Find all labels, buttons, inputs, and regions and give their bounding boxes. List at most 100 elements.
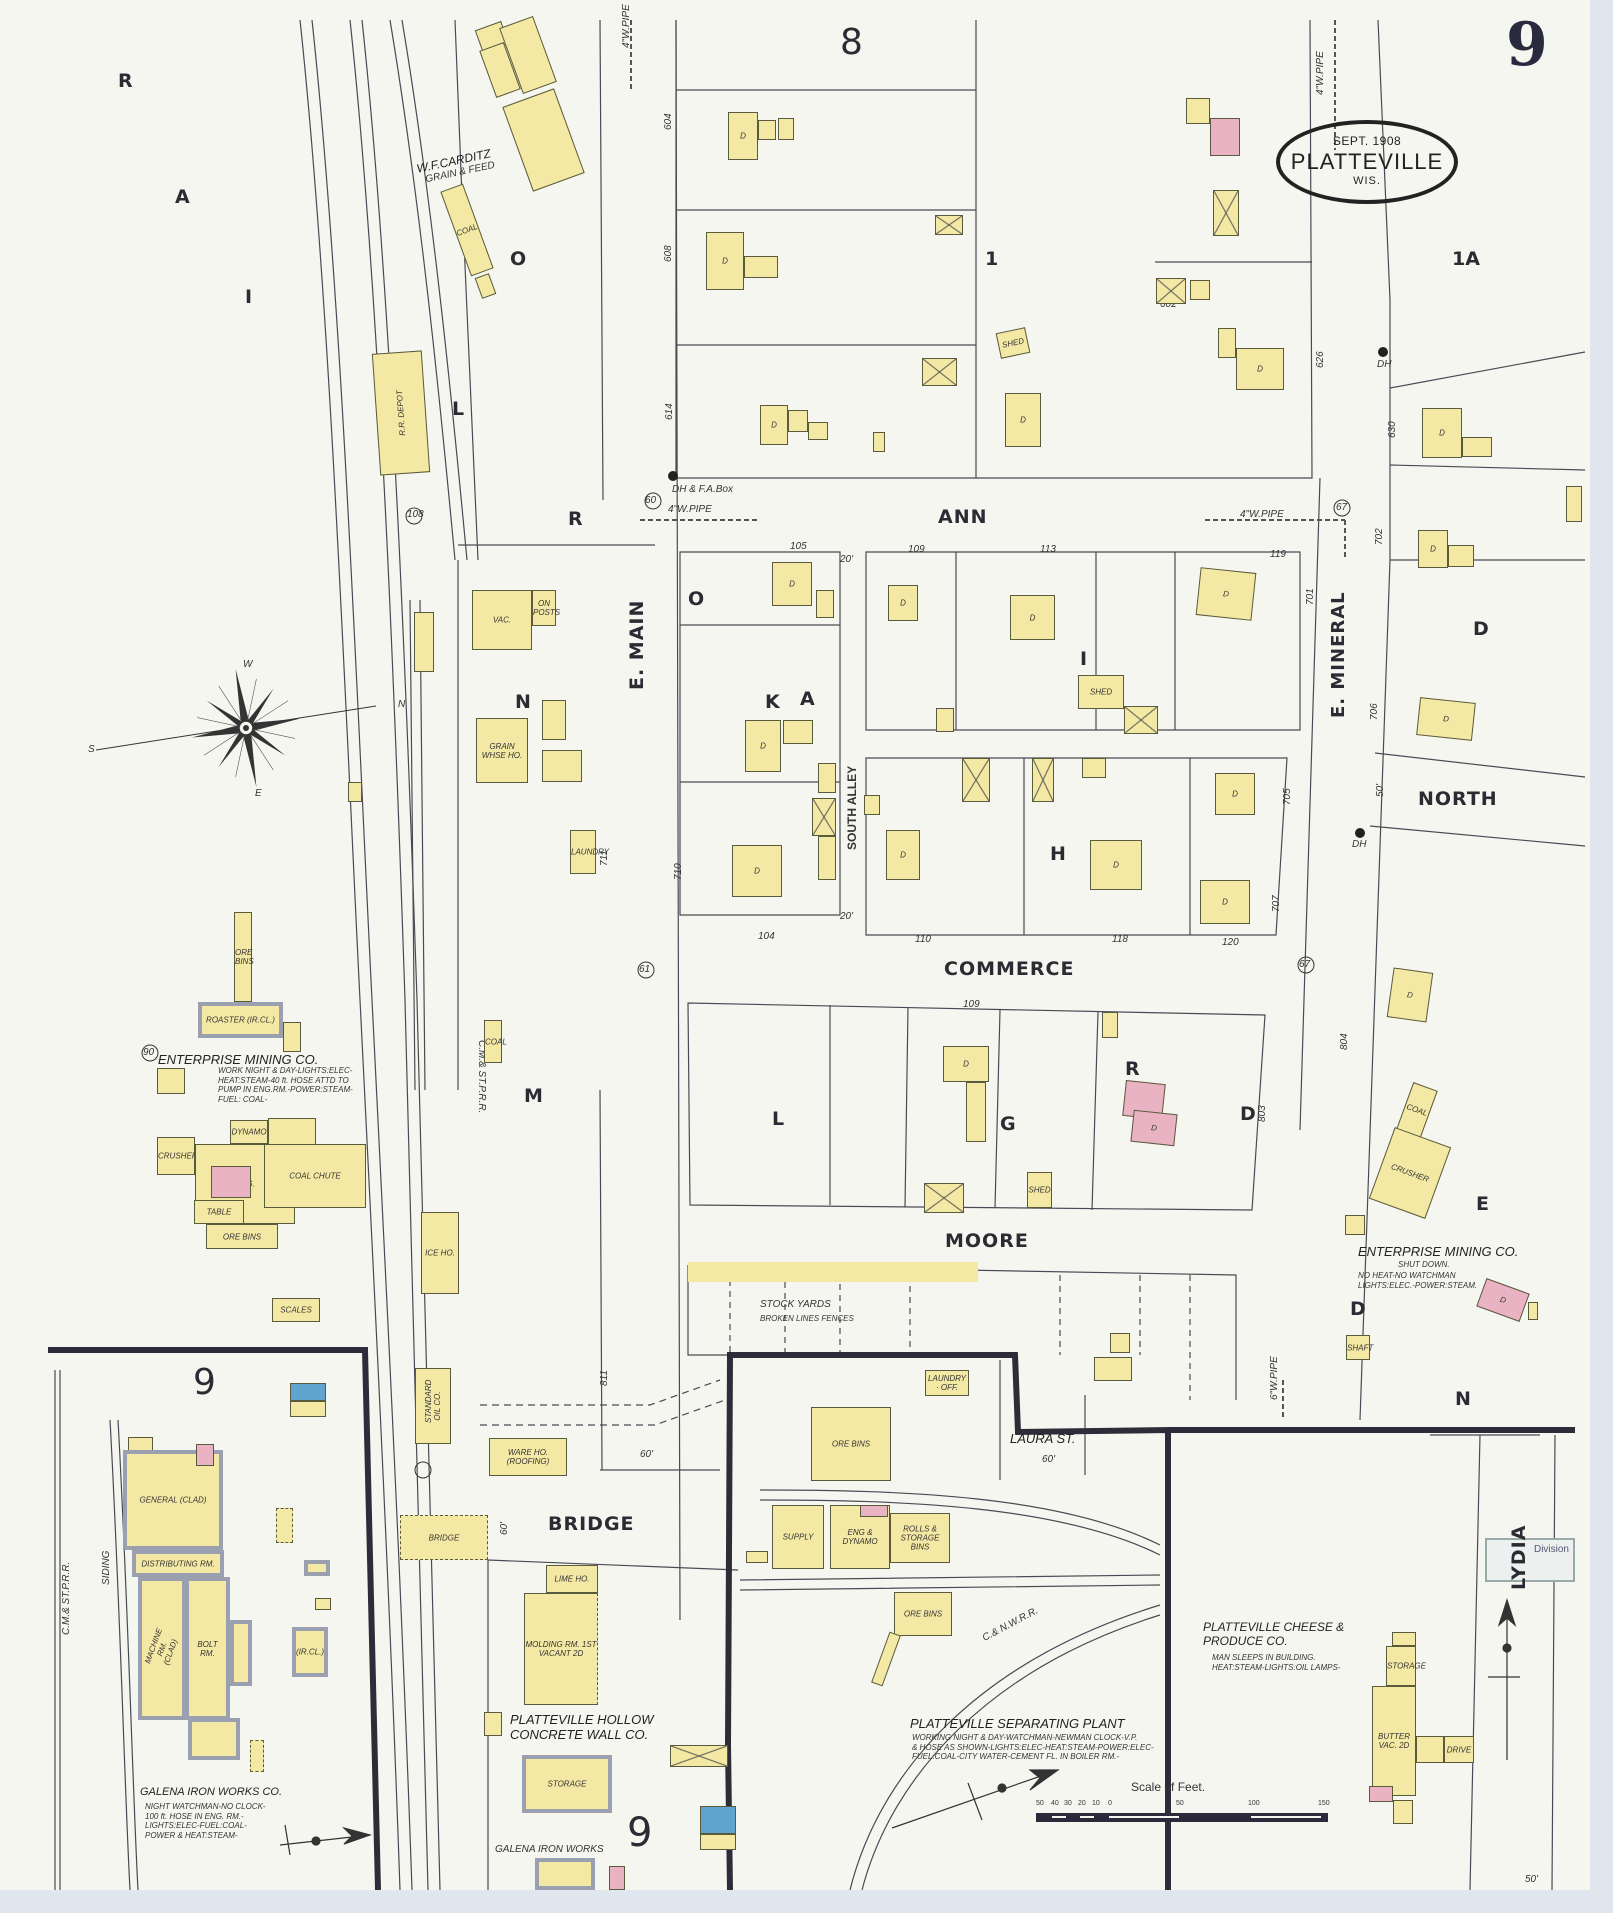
ore-bins[interactable]: ORE BINS: [206, 1224, 278, 1249]
galena-annex[interactable]: [535, 1858, 595, 1890]
building[interactable]: [1190, 280, 1210, 300]
building[interactable]: [304, 1560, 330, 1576]
crushers[interactable]: CRUSHERS: [157, 1137, 203, 1175]
dwelling[interactable]: D: [1005, 393, 1041, 447]
building[interactable]: [818, 836, 836, 880]
building[interactable]: [1218, 328, 1236, 358]
coal-supply[interactable]: SUPPLY: [772, 1505, 824, 1569]
butter-building[interactable]: BUTTER VAC. 2D: [1372, 1686, 1416, 1796]
stone-storage[interactable]: [700, 1806, 736, 1834]
building[interactable]: [812, 798, 836, 836]
shaft[interactable]: SHAFT: [1346, 1335, 1373, 1360]
building[interactable]: [1566, 486, 1582, 522]
standard-oil-tank-house[interactable]: STANDARD OIL CO.: [415, 1368, 451, 1444]
building[interactable]: [414, 612, 434, 672]
dwelling[interactable]: D: [1200, 880, 1250, 924]
vacant-building[interactable]: VAC.: [472, 590, 532, 650]
table-room[interactable]: TABLE: [194, 1200, 244, 1224]
building[interactable]: [746, 1551, 768, 1563]
storage[interactable]: STORAGE: [1386, 1646, 1426, 1686]
dwelling[interactable]: D: [886, 830, 920, 880]
building[interactable]: [1528, 1302, 1538, 1320]
boiler[interactable]: [1369, 1786, 1393, 1802]
drive[interactable]: DRIVE: [1444, 1736, 1474, 1763]
building[interactable]: [1345, 1215, 1365, 1235]
coal-shed[interactable]: COAL: [484, 1020, 507, 1063]
building[interactable]: [1393, 1800, 1413, 1824]
building[interactable]: [1082, 758, 1106, 778]
blacksmith-shop[interactable]: [188, 1718, 240, 1760]
rr-depot[interactable]: R.R. DEPOT: [371, 350, 431, 476]
dwelling[interactable]: D: [706, 232, 744, 290]
building[interactable]: [936, 708, 954, 732]
building-shed[interactable]: [935, 215, 963, 235]
lime-house[interactable]: LIME HO.: [546, 1565, 598, 1593]
dwelling[interactable]: D: [888, 585, 918, 621]
building[interactable]: [157, 1068, 185, 1094]
building[interactable]: [1156, 278, 1186, 304]
scales[interactable]: SCALES: [272, 1298, 320, 1322]
bolt-engine-room[interactable]: BOLT RM.: [185, 1577, 230, 1720]
building[interactable]: [1186, 98, 1210, 124]
building[interactable]: [250, 1740, 264, 1772]
building[interactable]: [542, 700, 566, 740]
bridge-structure[interactable]: BRIDGE: [400, 1515, 488, 1560]
building[interactable]: [966, 1082, 986, 1142]
building[interactable]: [348, 782, 362, 802]
building[interactable]: [1094, 1357, 1132, 1381]
laundry[interactable]: LAUNDRY: [570, 830, 609, 874]
shed[interactable]: SHED: [1027, 1172, 1052, 1208]
dwelling[interactable]: D: [732, 845, 782, 897]
laundry-office[interactable]: LAUNDRY · OFF.: [925, 1370, 969, 1396]
warehouse-roofing[interactable]: WARE HO. (ROOFING): [489, 1438, 567, 1476]
dwelling[interactable]: D: [728, 112, 758, 160]
building[interactable]: [818, 763, 836, 793]
building[interactable]: [783, 720, 813, 744]
building[interactable]: [1416, 1736, 1444, 1763]
building[interactable]: [700, 1834, 736, 1850]
dynamo-room[interactable]: DYNAMO: [230, 1120, 268, 1144]
building[interactable]: [276, 1508, 293, 1543]
building[interactable]: [808, 422, 828, 440]
dwelling[interactable]: D: [760, 405, 788, 445]
building[interactable]: [873, 432, 885, 452]
coal-shed[interactable]: [283, 1022, 301, 1052]
brick-dwelling[interactable]: D: [1130, 1109, 1178, 1147]
coal-shed[interactable]: [230, 1620, 252, 1686]
machine-room[interactable]: MACHINE RM. (CLAD): [138, 1577, 186, 1720]
shed[interactable]: SHED: [1078, 675, 1124, 709]
building[interactable]: [778, 118, 794, 140]
dwelling[interactable]: D: [1010, 595, 1055, 640]
ice-house[interactable]: ICE HO.: [421, 1212, 459, 1294]
building[interactable]: [542, 750, 582, 782]
building[interactable]: [816, 590, 834, 618]
ore-bins[interactable]: ORE BINS: [234, 912, 254, 1002]
dwelling[interactable]: D: [1236, 348, 1284, 390]
core-oven[interactable]: [196, 1444, 214, 1466]
stone-building[interactable]: [290, 1383, 326, 1401]
building[interactable]: [1392, 1632, 1416, 1646]
dwelling[interactable]: D: [1215, 773, 1255, 815]
roaster[interactable]: ROASTER (IR.CL.): [198, 1002, 283, 1038]
dwelling[interactable]: D: [1418, 530, 1448, 568]
building[interactable]: [670, 1745, 728, 1767]
building[interactable]: [290, 1401, 326, 1417]
dwelling[interactable]: D: [772, 562, 812, 606]
building[interactable]: [864, 795, 880, 815]
dwelling[interactable]: D: [1090, 840, 1142, 890]
building[interactable]: [1213, 190, 1239, 236]
ore-bins[interactable]: ORE BINS: [894, 1592, 952, 1636]
building[interactable]: [788, 410, 808, 432]
dwelling[interactable]: D: [1416, 697, 1476, 741]
storage-building[interactable]: STORAGE: [522, 1755, 612, 1813]
building[interactable]: [758, 120, 776, 140]
brick-building[interactable]: [609, 1866, 625, 1890]
rolls-storage[interactable]: ROLLS & STORAGE BINS: [890, 1513, 950, 1563]
building[interactable]: [128, 1437, 153, 1451]
general-shop[interactable]: GENERAL (CLAD): [123, 1450, 223, 1550]
brick-building[interactable]: [1210, 118, 1240, 156]
dwelling[interactable]: D: [1422, 408, 1462, 458]
lime-house-small[interactable]: [484, 1712, 502, 1736]
building[interactable]: [1032, 758, 1054, 802]
boiler-room[interactable]: [268, 1118, 316, 1148]
